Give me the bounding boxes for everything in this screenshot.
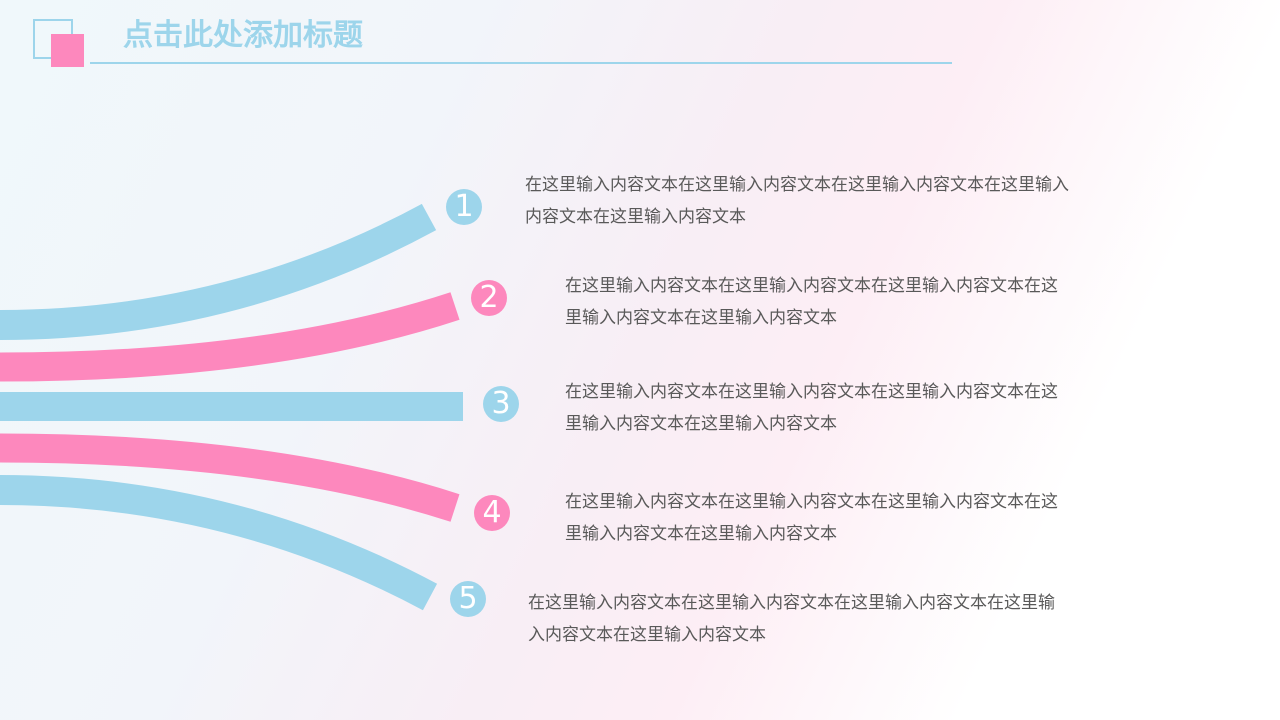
title-decoration-pink-square: [51, 34, 84, 67]
item-4-line-1: 在这里输入内容文本在这里输入内容文本在这里输入内容文本在这: [565, 492, 1058, 512]
item-5-textbox[interactable]: 在这里输入内容文本在这里输入内容文本在这里输入内容文本在这里输 入内容文本在这里…: [528, 587, 1055, 651]
item-1-line-2: 内容文本在这里输入内容文本: [525, 207, 746, 227]
item-2-line-2: 里输入内容文本在这里输入内容文本: [565, 308, 837, 328]
band-4: [0, 433, 460, 522]
item-1-line-1: 在这里输入内容文本在这里输入内容文本在这里输入内容文本在这里输入: [525, 175, 1069, 195]
band-1: [0, 203, 437, 340]
band-2: [0, 292, 460, 382]
number-badge-4: 4: [474, 495, 510, 531]
item-2-textbox[interactable]: 在这里输入内容文本在这里输入内容文本在这里输入内容文本在这 里输入内容文本在这里…: [565, 270, 1058, 334]
band-3: [0, 392, 463, 421]
title-underline: [90, 62, 952, 64]
item-3-textbox[interactable]: 在这里输入内容文本在这里输入内容文本在这里输入内容文本在这 里输入内容文本在这里…: [565, 376, 1058, 440]
item-5-line-1: 在这里输入内容文本在这里输入内容文本在这里输入内容文本在这里输: [528, 593, 1055, 613]
item-4-line-2: 里输入内容文本在这里输入内容文本: [565, 524, 837, 544]
item-4-textbox[interactable]: 在这里输入内容文本在这里输入内容文本在这里输入内容文本在这 里输入内容文本在这里…: [565, 486, 1058, 550]
item-3-line-1: 在这里输入内容文本在这里输入内容文本在这里输入内容文本在这: [565, 382, 1058, 402]
page-title[interactable]: 点击此处添加标题: [123, 18, 363, 53]
item-5-line-2: 入内容文本在这里输入内容文本: [528, 625, 766, 645]
item-2-line-1: 在这里输入内容文本在这里输入内容文本在这里输入内容文本在这: [565, 276, 1058, 296]
item-3-line-2: 里输入内容文本在这里输入内容文本: [565, 414, 837, 434]
number-badge-1: 1: [446, 189, 482, 225]
number-badge-5: 5: [450, 581, 486, 617]
item-1-textbox[interactable]: 在这里输入内容文本在这里输入内容文本在这里输入内容文本在这里输入 内容文本在这里…: [525, 169, 1069, 233]
number-badge-2: 2: [471, 280, 507, 316]
band-5: [0, 475, 438, 611]
number-badge-3: 3: [483, 386, 519, 422]
